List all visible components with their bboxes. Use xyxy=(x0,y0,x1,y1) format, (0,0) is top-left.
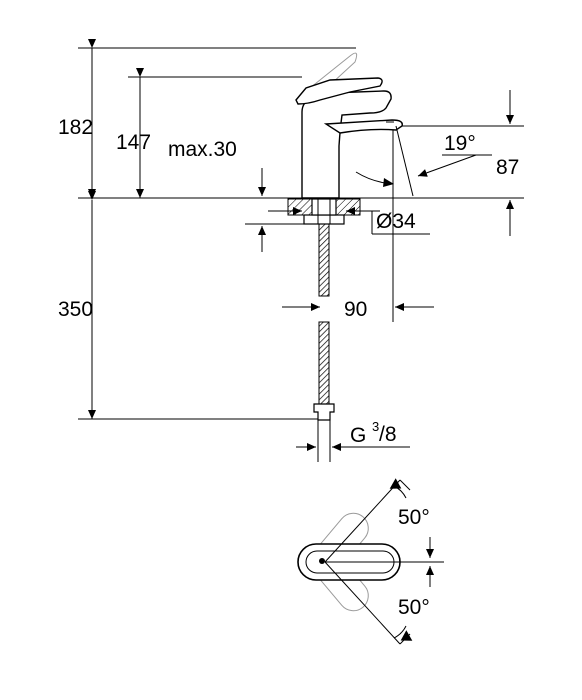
dimension-90-label: 90 xyxy=(344,298,367,321)
thread-label-g: G xyxy=(350,424,366,447)
supply-hose xyxy=(313,223,335,462)
dimension-147: 147 xyxy=(116,68,151,198)
extension-lines xyxy=(78,47,524,420)
faucet-side-view xyxy=(295,52,403,199)
angle-50-top-label: 50° xyxy=(398,506,430,529)
dimension-87: 87 xyxy=(496,90,519,236)
dimension-87-label: 87 xyxy=(496,156,519,179)
hose-upper xyxy=(318,223,330,297)
dimension-182-label: 182 xyxy=(58,116,93,139)
dimension-147-label: 147 xyxy=(116,131,151,154)
handle-indicator xyxy=(319,558,325,564)
thread-label-num: 3 xyxy=(372,419,379,434)
faucet-spout xyxy=(323,119,403,134)
dimension-182: 182 xyxy=(58,39,96,198)
faucet-lever xyxy=(295,77,383,105)
dimension-90: 90 xyxy=(282,130,434,322)
dimension-max30: max.30 xyxy=(168,138,266,252)
mounting-nut xyxy=(303,214,345,225)
thread-label-den: /8 xyxy=(379,423,397,446)
counter-hatch-left xyxy=(287,198,313,216)
angle-50-bottom-label: 50° xyxy=(398,596,430,619)
lever-raised-outline xyxy=(298,52,358,97)
dimension-dia34-label: Ø34 xyxy=(376,210,416,233)
dimension-thread: G 3 /8 xyxy=(296,419,410,451)
dimension-max30-label: max.30 xyxy=(168,138,237,161)
dimension-19deg: 19° xyxy=(355,125,492,197)
hose-connector xyxy=(313,403,335,421)
hose-lower xyxy=(318,321,330,405)
dimension-350-label: 350 xyxy=(58,298,93,321)
handle-top-view: 50° 50° xyxy=(297,478,444,645)
mounting-stud xyxy=(311,198,337,216)
dimension-19deg-label: 19° xyxy=(444,132,476,155)
dimension-350: 350 xyxy=(58,191,96,419)
counter-hatch-right xyxy=(335,198,361,216)
dimension-dia34: Ø34 xyxy=(268,207,430,235)
faucet-body xyxy=(301,90,392,199)
